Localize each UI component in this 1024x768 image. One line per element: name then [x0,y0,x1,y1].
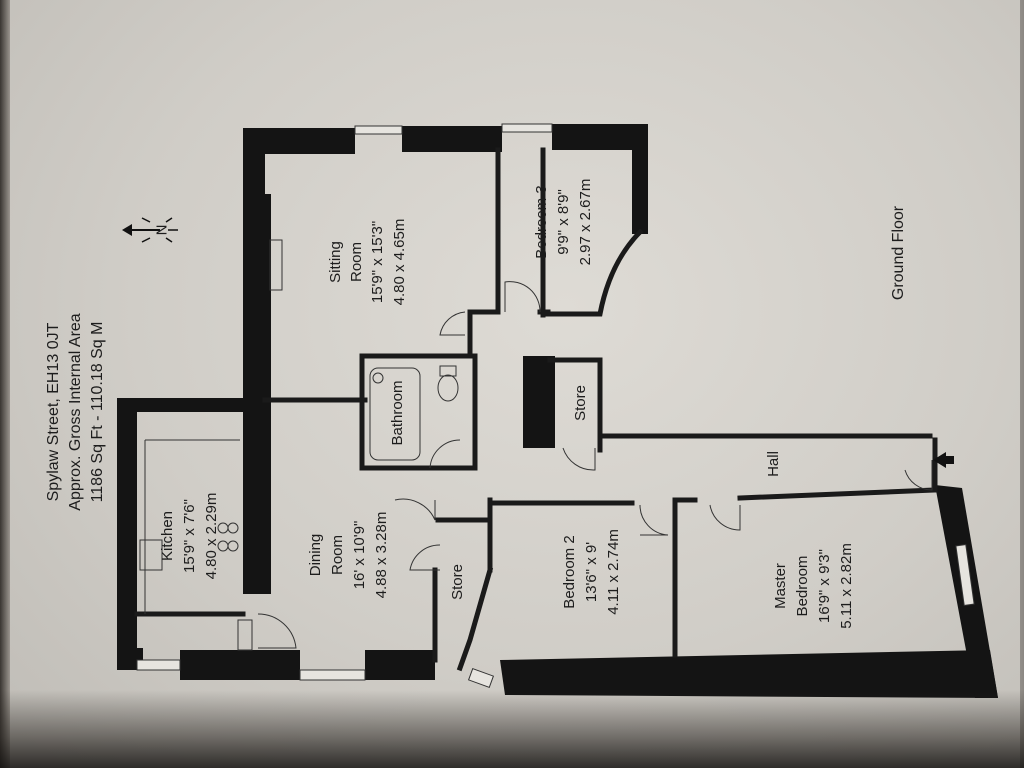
wall-kitchen-top [128,398,253,412]
sink-icon [139,539,163,571]
sitting-metric: 4.80 x 4.65m [391,219,408,306]
sitting-name-2: Room [348,242,365,282]
master-bedroom-label: Master Bedroom 16'9" x 9'3" 5.11 x 2.82m [772,543,855,629]
dining-imperial: 16' x 10'9" [351,521,368,590]
address-line-2: Approx. Gross Internal Area [67,313,84,511]
dining-room-label: Dining Room 16' x 10'9" 4.88 x 3.28m [307,512,390,599]
master-imperial: 16'9" x 9'3" [816,549,833,623]
window-sitting [354,125,403,135]
windows [136,123,975,689]
window-kitchen [136,659,181,671]
wall-chimney [243,194,271,594]
address-line-3: 1186 Sq Ft - 110.18 Sq M [89,322,106,503]
fireplace-icon [269,239,283,291]
hall-label: Hall [765,451,782,477]
wall-kitchen-left [117,398,137,670]
sitting-room-label: Sitting Room 15'9" x 15'3" 4.80 x 4.65m [327,219,408,306]
floor-label: Ground Floor [890,205,907,300]
kitchen-imperial: 15'9" x 7'6" [181,499,198,573]
kitchen-label: Kitchen 15'9" x 7'6" 4.80 x 2.29m [159,493,220,580]
store-lower-label: Store [449,564,466,600]
internal-walls [134,147,938,672]
window-dining [299,669,366,681]
bath-icon [369,367,421,461]
kitchen-name: Kitchen [159,511,176,561]
wall-store-block [523,356,555,448]
wall-bed3-right [632,124,648,234]
master-name-2: Bedroom [794,556,811,617]
bedroom3-imperial: 9'9" x 8'9" [555,189,572,255]
address-line-1: Spylaw Street, EH13 0JT [45,322,62,501]
photo-bottom-shadow [0,690,1024,768]
wall-bottom-2 [365,650,435,680]
store-upper-label: Store [572,385,589,421]
window-bedroom3 [501,123,553,133]
fixtures [139,239,459,614]
master-metric: 5.11 x 2.82m [838,543,855,629]
bedroom3-name: Bedroom 3 [533,185,550,258]
sitting-imperial: 15'9" x 15'3" [369,221,386,303]
window-master [955,544,975,606]
dining-name-2: Room [329,535,346,575]
bedroom3-metric: 2.97 x 2.67m [577,179,594,266]
bedroom2-label: Bedroom 2 13'6" x 9' 4.11 x 2.74m [561,529,622,615]
bedroom3-label: Bedroom 3 9'9" x 8'9" 2.97 x 2.67m [533,179,594,266]
entrance-arrow-icon [933,452,954,468]
wall-top-left [243,128,355,154]
wall-bottom-right [500,650,998,698]
kitchen-metric: 4.80 x 2.29m [203,493,220,580]
master-name-1: Master [772,563,789,609]
bedroom2-imperial: 13'6" x 9' [583,542,600,602]
compass-label: N [154,225,171,236]
outer-walls [117,124,998,698]
bathroom-label: Bathroom [389,380,406,445]
sitting-name-1: Sitting [327,241,344,283]
wall-top-mid [402,126,502,152]
north-compass-icon: N [122,217,178,243]
doors [237,281,933,651]
window-store [467,667,495,689]
wall-bottom-1 [180,650,300,680]
bedroom2-name: Bedroom 2 [561,535,578,608]
address-block: Spylaw Street, EH13 0JT Approx. Gross In… [45,313,106,511]
dining-name-1: Dining [307,534,324,577]
basin-icon [372,372,384,384]
bedroom2-metric: 4.11 x 2.74m [605,529,622,615]
dining-metric: 4.88 x 3.28m [373,512,390,599]
toilet-icon [437,374,459,402]
